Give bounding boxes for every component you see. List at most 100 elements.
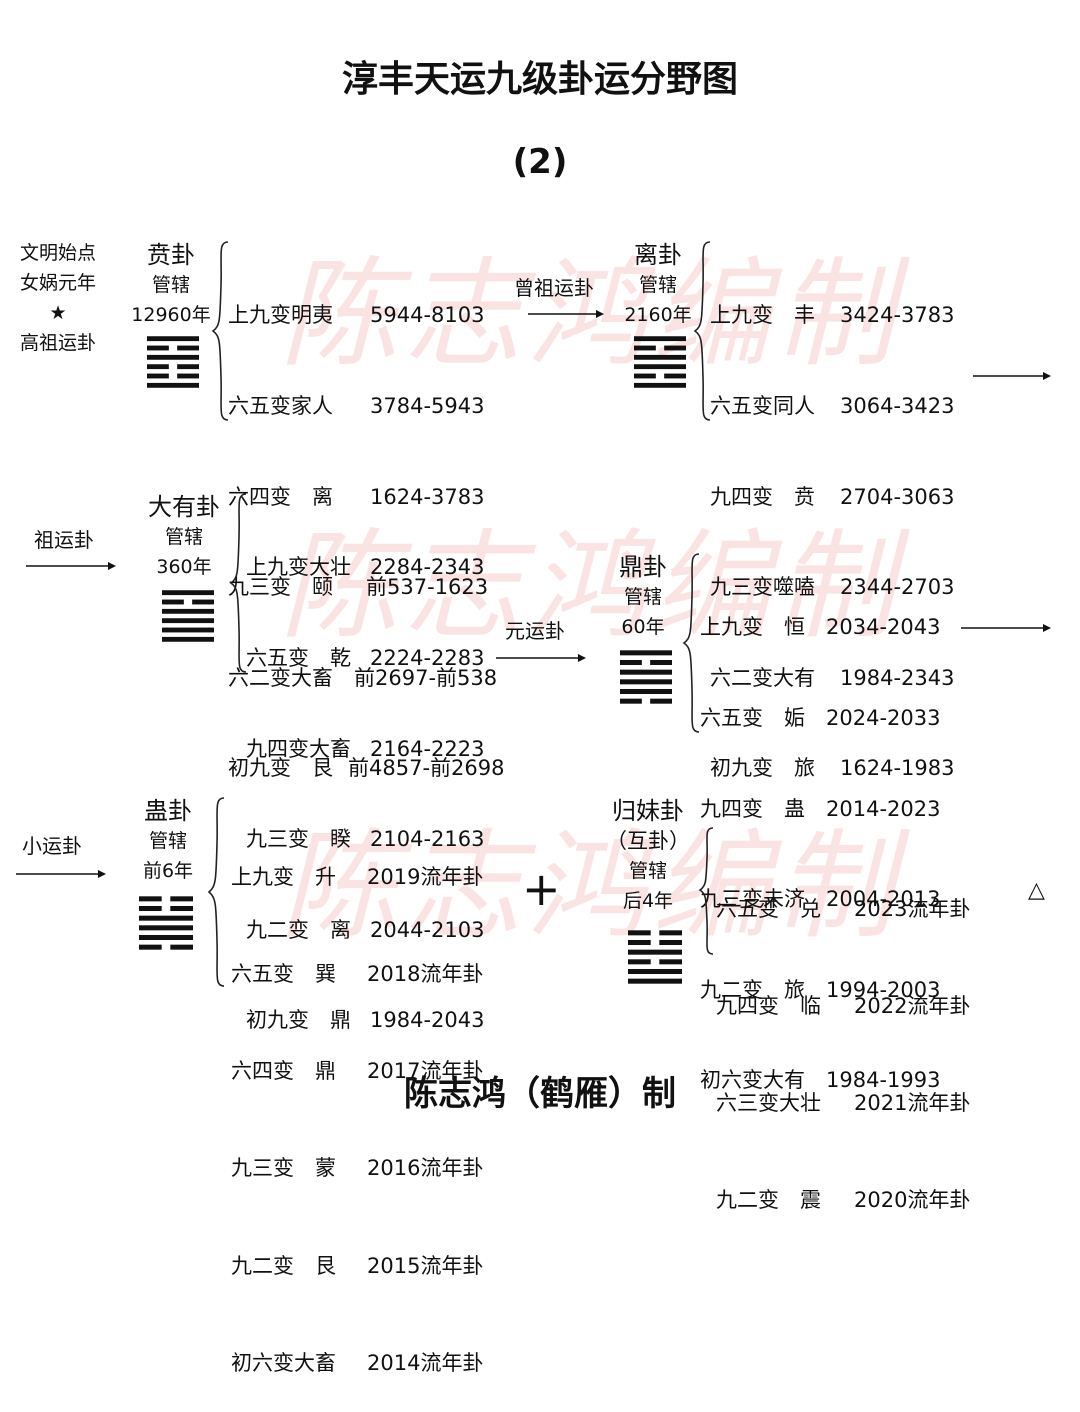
watermark: 陈志鸿编制 [280, 817, 901, 955]
origin-line: 女娲元年 [19, 272, 96, 294]
yang-line [147, 382, 199, 388]
hexagram-li-icon [634, 336, 686, 388]
yang-line [620, 650, 672, 656]
yin-line-segment [170, 905, 193, 912]
yin-line-segment [664, 345, 686, 351]
hexagram-ding-icon [620, 650, 672, 704]
arrow-right-icon [973, 372, 1051, 380]
yin-line-segment [628, 930, 651, 936]
yang-line [162, 627, 214, 633]
gua-header-li: 离卦 管辖 2160年 [615, 240, 701, 330]
yin-line-segment [664, 373, 686, 379]
gua-span: 60年 [621, 616, 665, 638]
watermark: 陈志鸿编制 [280, 517, 901, 655]
gua-span: 360年 [156, 556, 212, 578]
gua-gov: 管辖 [151, 274, 190, 296]
arrow-right-icon [496, 654, 586, 662]
yang-line [620, 679, 672, 685]
yang-line [139, 915, 193, 921]
gua-header-guimei: 归妹卦 （互卦） 管辖 后4年 [596, 796, 700, 916]
gua-header-gu: 蛊卦 管辖 前6年 [125, 796, 211, 886]
star-icon: ★ [49, 302, 67, 324]
yin-line-segment [192, 599, 214, 605]
yang-line [162, 618, 214, 624]
yin-line-segment [659, 930, 682, 936]
yang-line [139, 925, 193, 931]
yin-line-segment [139, 905, 162, 912]
yin-line-segment [620, 698, 642, 704]
gua-header-dayou: 大有卦 管辖 360年 [136, 492, 232, 582]
yang-line [628, 968, 682, 975]
page-subtitle: (2) [512, 142, 568, 182]
yin-line-segment [650, 659, 672, 666]
plus-icon: + [522, 862, 561, 916]
gua-gov: 管辖 [638, 274, 677, 296]
arrow-right-icon [16, 870, 106, 878]
yin-line-segment [170, 896, 193, 902]
page-title: 淳丰天运九级卦运分野图 [341, 59, 738, 100]
yin-line-segment [628, 939, 651, 946]
brace-icon [693, 241, 711, 421]
gua-span: 2160年 [624, 304, 692, 326]
gua-gov: 管辖 [164, 526, 203, 548]
hexagram-gu-icon [139, 896, 193, 950]
gua-name: 蛊卦 [144, 797, 192, 825]
yin-line-segment [139, 896, 162, 902]
yang-line [620, 669, 672, 675]
gua-name: 鼎卦 [619, 553, 667, 581]
gua-note: （互卦） [606, 829, 690, 853]
origin-line: 高祖运卦 [19, 332, 96, 354]
yang-line [634, 382, 686, 388]
brace-icon [229, 493, 247, 673]
gua-header-ding: 鼎卦 管辖 60年 [600, 552, 686, 642]
yin-line-segment [147, 364, 169, 370]
yang-line [162, 636, 214, 642]
gua-span: 前6年 [142, 860, 194, 882]
origin-line: 文明始点 [19, 242, 96, 264]
list-item: 初九变 艮前4857-前2698 [228, 756, 505, 781]
list-item: 九三变 颐前537-1623 [228, 575, 489, 600]
yin-line-segment [620, 659, 642, 666]
yang-line [620, 688, 672, 695]
hexagram-guimei-icon [628, 930, 682, 984]
yang-line [147, 354, 199, 360]
gua-span: 12960年 [131, 304, 211, 326]
yin-line-segment [177, 345, 199, 351]
yin-line-segment [177, 373, 199, 379]
gua-name: 大有卦 [148, 493, 220, 521]
yang-line [162, 590, 214, 596]
yin-line-segment [659, 959, 682, 965]
yang-line [634, 336, 686, 342]
brace-icon [211, 241, 229, 421]
yin-line-segment [634, 373, 656, 379]
gua-name: 贲卦 [147, 241, 195, 269]
gua-name: 归妹卦 [612, 797, 684, 825]
yin-line-segment [659, 939, 682, 946]
